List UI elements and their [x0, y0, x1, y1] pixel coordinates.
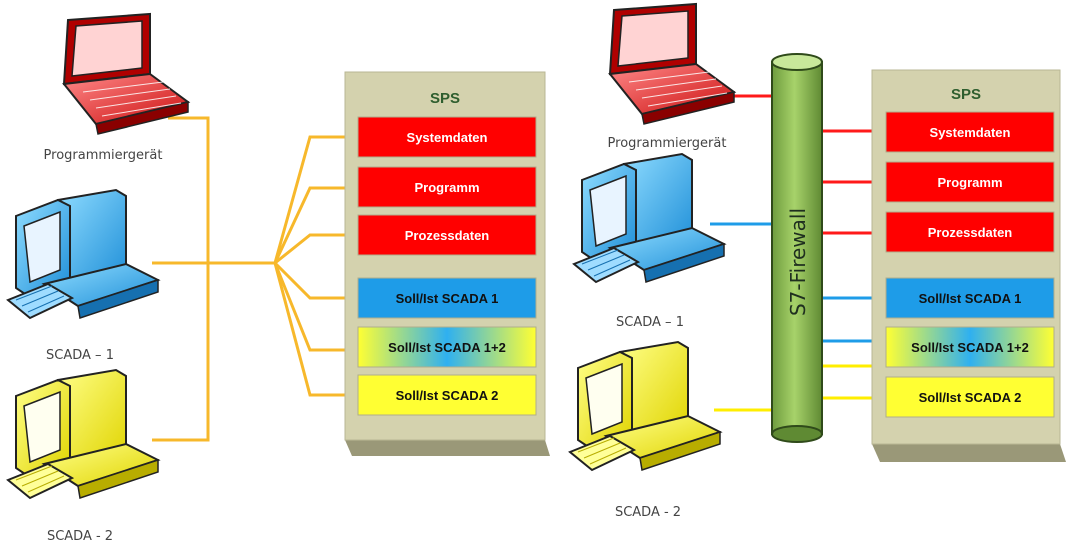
block-label: Soll/Ist SCADA 2 — [919, 390, 1022, 405]
block-red — [357, 116, 537, 158]
block-label: Systemdaten — [407, 130, 488, 145]
desktop-computer-icon — [7, 369, 159, 499]
block-label: Soll/Ist SCADA 1+2 — [388, 340, 506, 355]
block-red — [885, 161, 1055, 203]
programmer-label: Programmiergerät — [44, 148, 163, 163]
block-label: Soll/Ist SCADA 1+2 — [911, 340, 1029, 355]
scada1-label: SCADA – 1 — [616, 315, 684, 330]
block-label: Systemdaten — [930, 125, 1011, 140]
block-red — [885, 211, 1055, 253]
laptop-icon — [63, 13, 189, 135]
desktop-computer-icon — [573, 153, 725, 283]
desktop-computer-icon — [7, 189, 159, 319]
right-diagram: Programmiergerät SCADA – 1 SCADA - 2 S7-… — [569, 3, 1066, 520]
block-list: SystemdatenProgrammProzessdatenSoll/Ist … — [885, 111, 1055, 418]
block-label: Prozessdaten — [405, 228, 490, 243]
block-label: Programm — [937, 175, 1002, 190]
left-diagram: Programmiergerät SCADA – 1 SCADA - 2 SPS… — [7, 13, 550, 544]
block-list: SystemdatenProgrammProzessdatenSoll/Ist … — [357, 116, 537, 416]
panel-title: SPS — [951, 86, 981, 103]
block-blue — [357, 277, 537, 319]
block-red — [885, 111, 1055, 153]
block-label: Prozessdaten — [928, 225, 1013, 240]
block-label: Soll/Ist SCADA 1 — [919, 291, 1022, 306]
laptop-icon — [609, 3, 735, 125]
desktop-computer-icon — [569, 341, 721, 471]
panel-title: SPS — [430, 90, 460, 107]
block-label: Soll/Ist SCADA 2 — [396, 388, 499, 403]
block-yellow — [357, 374, 537, 416]
block-red — [357, 166, 537, 208]
scada2-label: SCADA - 2 — [47, 529, 113, 544]
firewall-cylinder: S7-Firewall — [771, 53, 823, 443]
block-red — [357, 214, 537, 256]
scada1-label: SCADA – 1 — [46, 348, 114, 363]
block-gradient — [357, 326, 537, 368]
block-yellow — [885, 376, 1055, 418]
programmer-label: Programmiergerät — [608, 136, 727, 151]
block-label: Programm — [414, 180, 479, 195]
left-network-links — [152, 116, 358, 442]
firewall-label: S7-Firewall — [786, 208, 810, 316]
scada2-label: SCADA - 2 — [615, 505, 681, 520]
block-blue — [885, 277, 1055, 319]
block-label: Soll/Ist SCADA 1 — [396, 291, 499, 306]
block-gradient — [885, 326, 1055, 368]
